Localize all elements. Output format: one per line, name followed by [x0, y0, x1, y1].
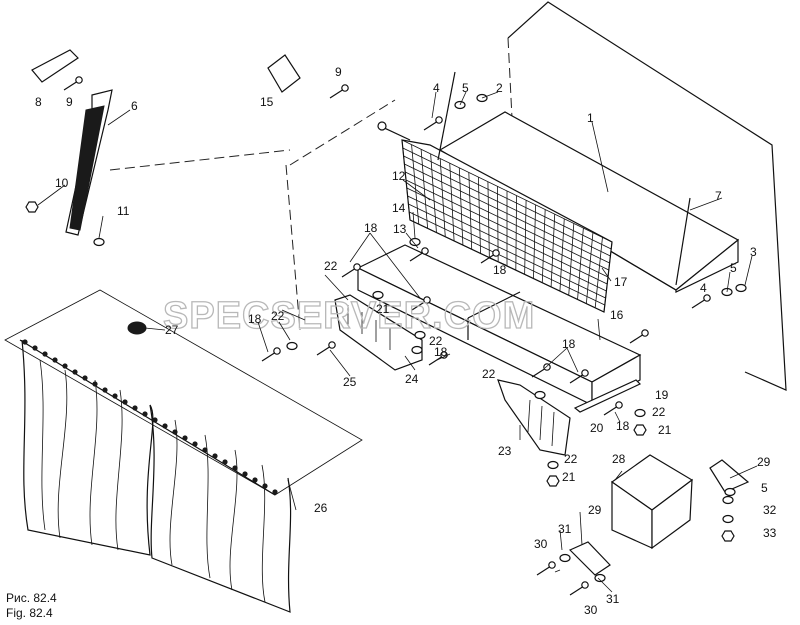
callout-label: 22	[482, 367, 496, 381]
callout-label: 6	[131, 99, 138, 113]
callout-label: 4	[700, 281, 707, 295]
callout-label: 18	[616, 419, 630, 433]
bracket-23-ribs	[527, 399, 555, 447]
bracket-23	[497, 379, 571, 456]
callout-label: 22	[564, 452, 578, 466]
callout-label: 9	[66, 95, 73, 109]
callout-label: 4	[433, 81, 440, 95]
plate-15	[267, 54, 301, 93]
callout-label: 18	[562, 337, 576, 351]
lower-shelf	[356, 244, 642, 406]
callout-label: 21	[562, 470, 576, 484]
callout-label: 16	[610, 308, 624, 322]
callout-label: 23	[498, 444, 512, 458]
battery-28	[610, 454, 694, 550]
callout-label: 13	[393, 222, 407, 236]
callout-label: 22	[652, 405, 666, 419]
callout-label: 31	[606, 592, 620, 606]
callout-label: 7	[715, 189, 722, 203]
curtain-assembly	[4, 289, 363, 613]
bracket-29	[709, 459, 750, 493]
callout-label: 28	[612, 452, 626, 466]
rear-wall-panel	[109, 1, 787, 391]
callout-label: 29	[757, 455, 771, 469]
bracket-29b	[568, 541, 611, 576]
callout-label: 5	[462, 81, 469, 95]
fasteners	[25, 76, 747, 596]
callout-label: 19	[655, 388, 669, 402]
callout-label: 21	[376, 302, 390, 316]
callout-label: 5	[730, 261, 737, 275]
callout-label: 22	[429, 334, 443, 348]
callout-label: 18	[493, 263, 507, 277]
callout-label: 18	[248, 312, 262, 326]
callout-label: 20	[590, 421, 604, 435]
callout-label: 9	[335, 65, 342, 79]
callout-label: 1	[587, 111, 594, 125]
bracket-24	[334, 294, 423, 371]
callout-label: 14	[392, 201, 406, 215]
leader-lines	[37, 91, 758, 593]
callout-label: 8	[35, 95, 42, 109]
watermark: SPECSERVER.COM	[163, 295, 535, 337]
callout-label: 10	[55, 176, 69, 190]
callout-label: 31	[558, 522, 572, 536]
callout-label: 21	[658, 423, 672, 437]
callout-label: 24	[405, 372, 419, 386]
callout-label: 32	[763, 503, 777, 517]
callout-label: 11	[117, 204, 130, 218]
callout-label: 18	[434, 345, 448, 359]
callout-label: 15	[260, 95, 274, 109]
support-rod	[437, 71, 456, 161]
caption-en: Fig. 82.4	[6, 606, 53, 620]
knob-27	[127, 321, 147, 335]
callout-label: 12	[392, 169, 406, 183]
callout-label: 18	[364, 221, 378, 235]
callout-label: 27	[165, 323, 179, 337]
callout-label: 26	[314, 501, 328, 515]
bracket-24-ribs	[347, 305, 391, 350]
plate-8	[31, 49, 79, 83]
callout-label: 22	[324, 259, 338, 273]
caption-ru: Рис. 82.4	[6, 591, 57, 605]
callout-label: 33	[763, 526, 777, 540]
support-rod-7	[675, 197, 691, 286]
strip-20	[573, 379, 642, 413]
callout-label: 3	[750, 245, 757, 259]
callout-label: 30	[534, 537, 548, 551]
callout-label: 17	[614, 275, 628, 289]
callout-label: 29	[588, 503, 602, 517]
callout-label: 5	[761, 481, 768, 495]
callout-label: 25	[343, 375, 357, 389]
callout-label: 2	[496, 81, 503, 95]
strap-6	[65, 89, 113, 236]
callout-label: 30	[584, 603, 598, 617]
callout-label: 22	[271, 309, 285, 323]
